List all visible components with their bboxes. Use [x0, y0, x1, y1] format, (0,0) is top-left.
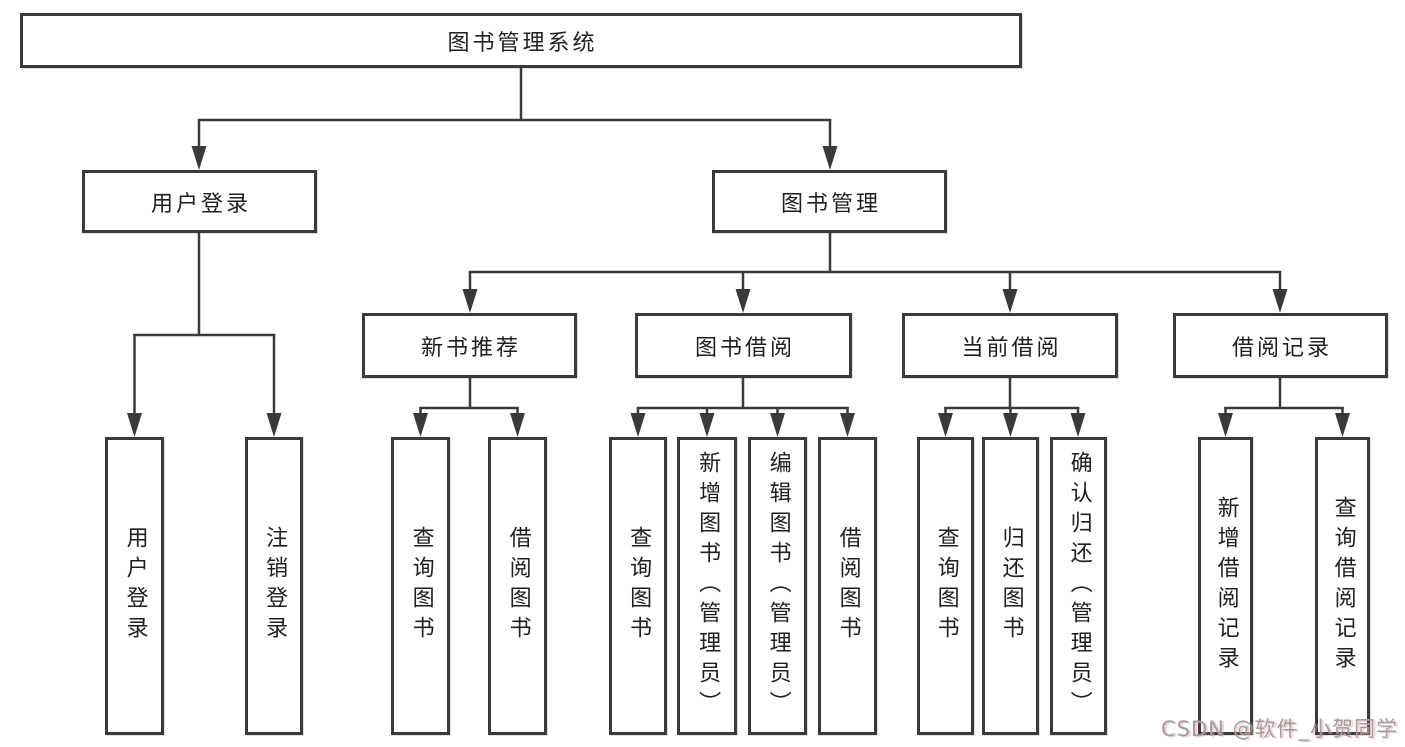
leaf-borrow-edit-books-admin: 编辑图书（管理员）: [748, 437, 807, 735]
node-root: 图书管理系统: [20, 13, 1022, 68]
node-book-borrow: 图书借阅: [635, 313, 852, 378]
node-new-book-recommend: 新书推荐: [362, 313, 577, 378]
leaf-borrow-borrow-books: 借阅图书: [818, 437, 877, 735]
node-user-login: 用户登录: [82, 170, 317, 233]
leaf-logout: 注销登录: [245, 437, 303, 735]
node-book-management: 图书管理: [712, 170, 947, 233]
leaf-newbook-query-books: 查询图书: [391, 437, 450, 735]
leaf-user-login: 用户登录: [105, 437, 164, 735]
leaf-record-query-borrow-record: 查询借阅记录: [1315, 437, 1370, 735]
node-current-borrow: 当前借阅: [902, 313, 1118, 378]
watermark: CSDN @软件_小贺同学: [1160, 717, 1398, 741]
leaf-newbook-borrow-books: 借阅图书: [488, 437, 547, 735]
leaf-borrow-query-books: 查询图书: [609, 437, 667, 735]
leaf-current-query-books: 查询图书: [917, 437, 974, 735]
arrowhead-icons: [127, 146, 1350, 437]
leaf-current-return-books: 归还图书: [982, 437, 1039, 735]
node-borrow-record: 借阅记录: [1173, 313, 1388, 378]
leaf-record-add-borrow-record: 新增借阅记录: [1198, 437, 1253, 735]
leaf-current-confirm-return-admin: 确认归还（管理员）: [1050, 437, 1107, 735]
leaf-borrow-add-books-admin: 新增图书（管理员）: [677, 437, 737, 735]
